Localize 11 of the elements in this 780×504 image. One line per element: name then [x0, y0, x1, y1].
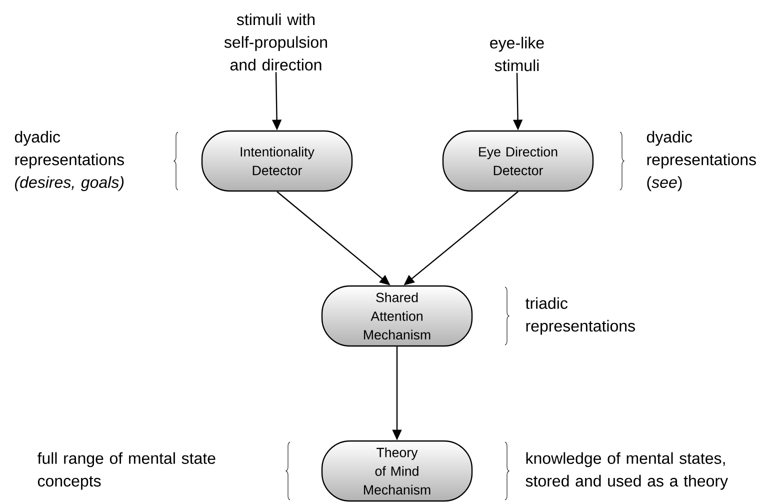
annotation-text: knowledge of mental states, stored and used as a theory — [526, 452, 728, 490]
stimulus-label: stimuli with self-propulsion and direction — [224, 13, 327, 71]
stimulus-label: eye-like stimuli — [490, 36, 544, 72]
annotation-text: triadic representations — [526, 297, 635, 335]
process-box: Theory of Mind Mechanism — [321, 440, 473, 502]
process-box: Eye Direction Detector — [442, 130, 594, 192]
process-box: Shared Attention Mechanism — [321, 285, 473, 347]
annotation-text: dyadic representations (desires, goals) — [14, 130, 124, 192]
annotation-text: dyadic representations (see) — [646, 130, 756, 192]
annotation-text: full range of mental state concepts — [38, 452, 216, 490]
process-box: Intentionality Detector — [201, 130, 353, 192]
